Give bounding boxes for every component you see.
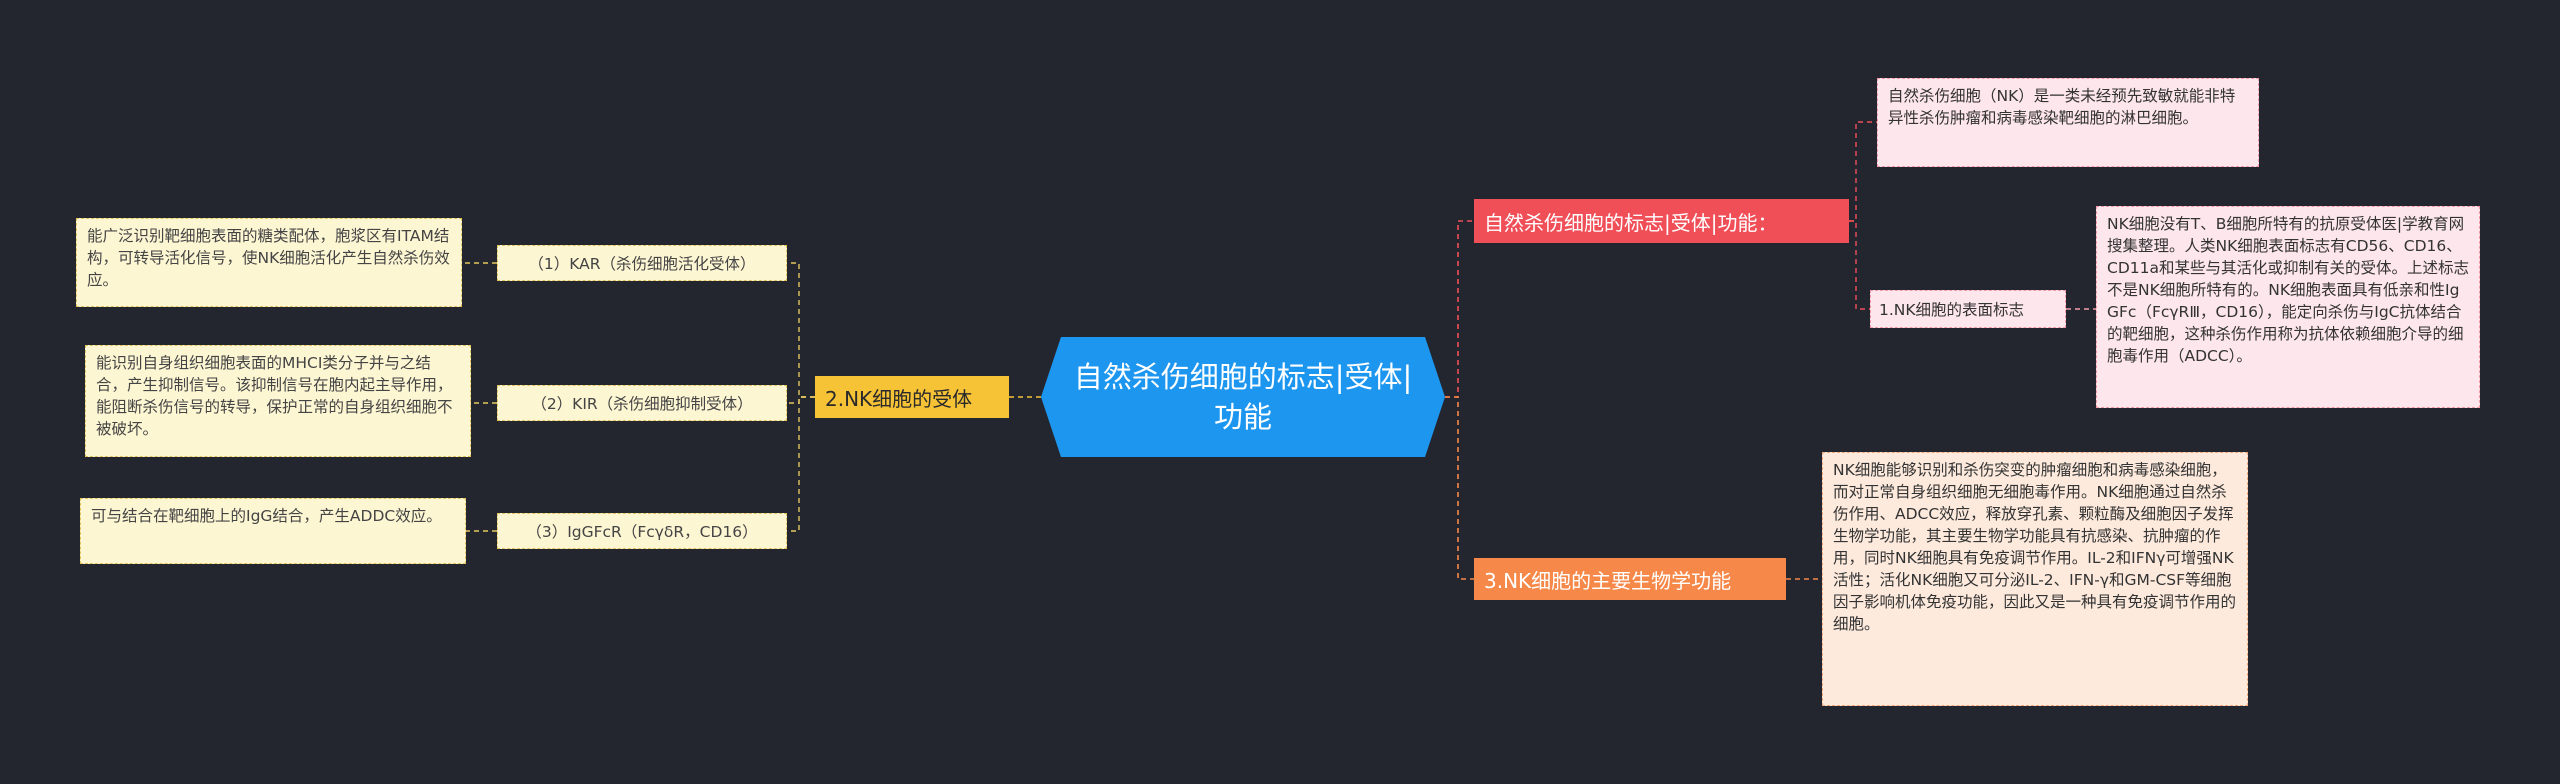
link-central-markers (1445, 220, 1474, 398)
link-receptors-kir (787, 396, 815, 404)
link-central-functions (1445, 396, 1474, 580)
receptor-kir-text[interactable]: 能识别自身组织细胞表面的MHCⅠ类分子并与之结合，产生抑制信号。该抑制信号在胞内… (85, 345, 471, 457)
receptor-kar-text[interactable]: 能广泛识别靶细胞表面的糖类配体，胞浆区有ITAM结构，可转导活化信号，使NK细胞… (76, 218, 462, 307)
receptor-igg-text[interactable]: 可与结合在靶细胞上的IgG结合，产生ADDC效应。 (80, 498, 466, 564)
receptor-kar-label[interactable]: （1）KAR（杀伤细胞活化受体） (497, 245, 787, 281)
central-topic-line1: 自然杀伤细胞的标志|受体| (1073, 360, 1413, 394)
link-receptors-igg (787, 396, 815, 532)
branch-receptors[interactable]: 2.NK细胞的受体 (815, 376, 1009, 418)
link-receptors-kar (787, 262, 815, 398)
surface-marker-text[interactable]: NK细胞没有T、B细胞所特有的抗原受体医|学教育网搜集整理。人类NK细胞表面标志… (2096, 206, 2480, 408)
branch-functions[interactable]: 3.NK细胞的主要生物学功能 (1474, 558, 1786, 600)
functions-text[interactable]: NK细胞能够识别和杀伤突变的肿瘤细胞和病毒感染细胞，而对正常自身组织细胞无细胞毒… (1822, 452, 2248, 706)
link-markers-definition (1849, 121, 1877, 222)
markers-definition-text[interactable]: 自然杀伤细胞（NK）是一类未经预先致敏就能非特异性杀伤肿瘤和病毒感染靶细胞的淋巴… (1877, 78, 2259, 167)
receptor-kir-label[interactable]: （2）KIR（杀伤细胞抑制受体） (497, 385, 787, 421)
surface-marker-label[interactable]: 1.NK细胞的表面标志 (1870, 290, 2066, 328)
link-markers-surface (1849, 220, 1870, 310)
central-topic-line2: 功能 (1213, 400, 1272, 434)
central-topic[interactable]: 自然杀伤细胞的标志|受体| 功能 (1041, 337, 1445, 457)
receptor-igg-label[interactable]: （3）IgGFcR（FcγδR，CD16） (497, 513, 787, 549)
branch-markers[interactable]: 自然杀伤细胞的标志|受体|功能： (1474, 199, 1849, 243)
